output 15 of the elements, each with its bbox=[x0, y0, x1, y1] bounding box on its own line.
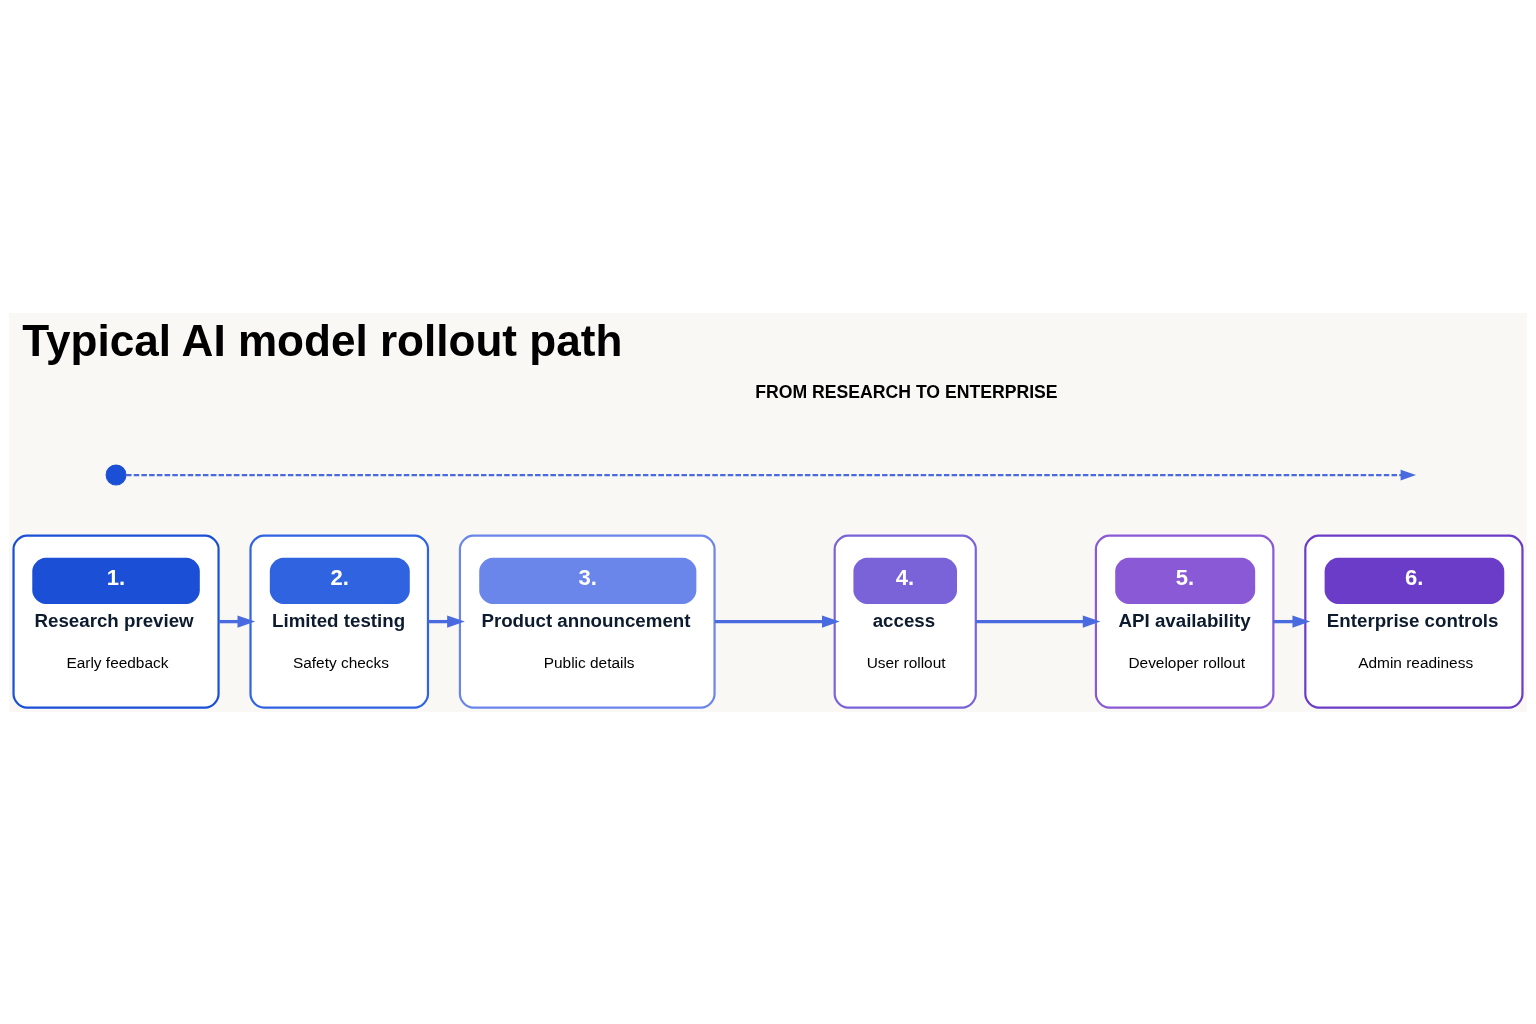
node-circle bbox=[105, 464, 127, 485]
arrow bbox=[126, 469, 1417, 480]
arrow bbox=[218, 614, 256, 628]
arrow bbox=[428, 614, 465, 628]
arrow bbox=[975, 614, 1101, 628]
arrow bbox=[714, 614, 840, 628]
diagram-title: Typical AI model rollout path bbox=[22, 315, 623, 365]
node-box: 1. Research preview Early feedback bbox=[12, 534, 220, 709]
node-box: 5. API availability Developer rollout bbox=[1094, 534, 1275, 709]
node-box: 6. Enterprise controls Admin readiness bbox=[1304, 534, 1524, 709]
node-box: 3. Product announcement Public details bbox=[458, 534, 716, 709]
node-box: 2. Limited testing Safety checks bbox=[249, 534, 430, 709]
node-box: 4. access User rollout bbox=[833, 534, 977, 709]
label: FROM RESEARCH TO ENTERPRISE bbox=[755, 381, 1058, 402]
arrow bbox=[1273, 614, 1311, 628]
